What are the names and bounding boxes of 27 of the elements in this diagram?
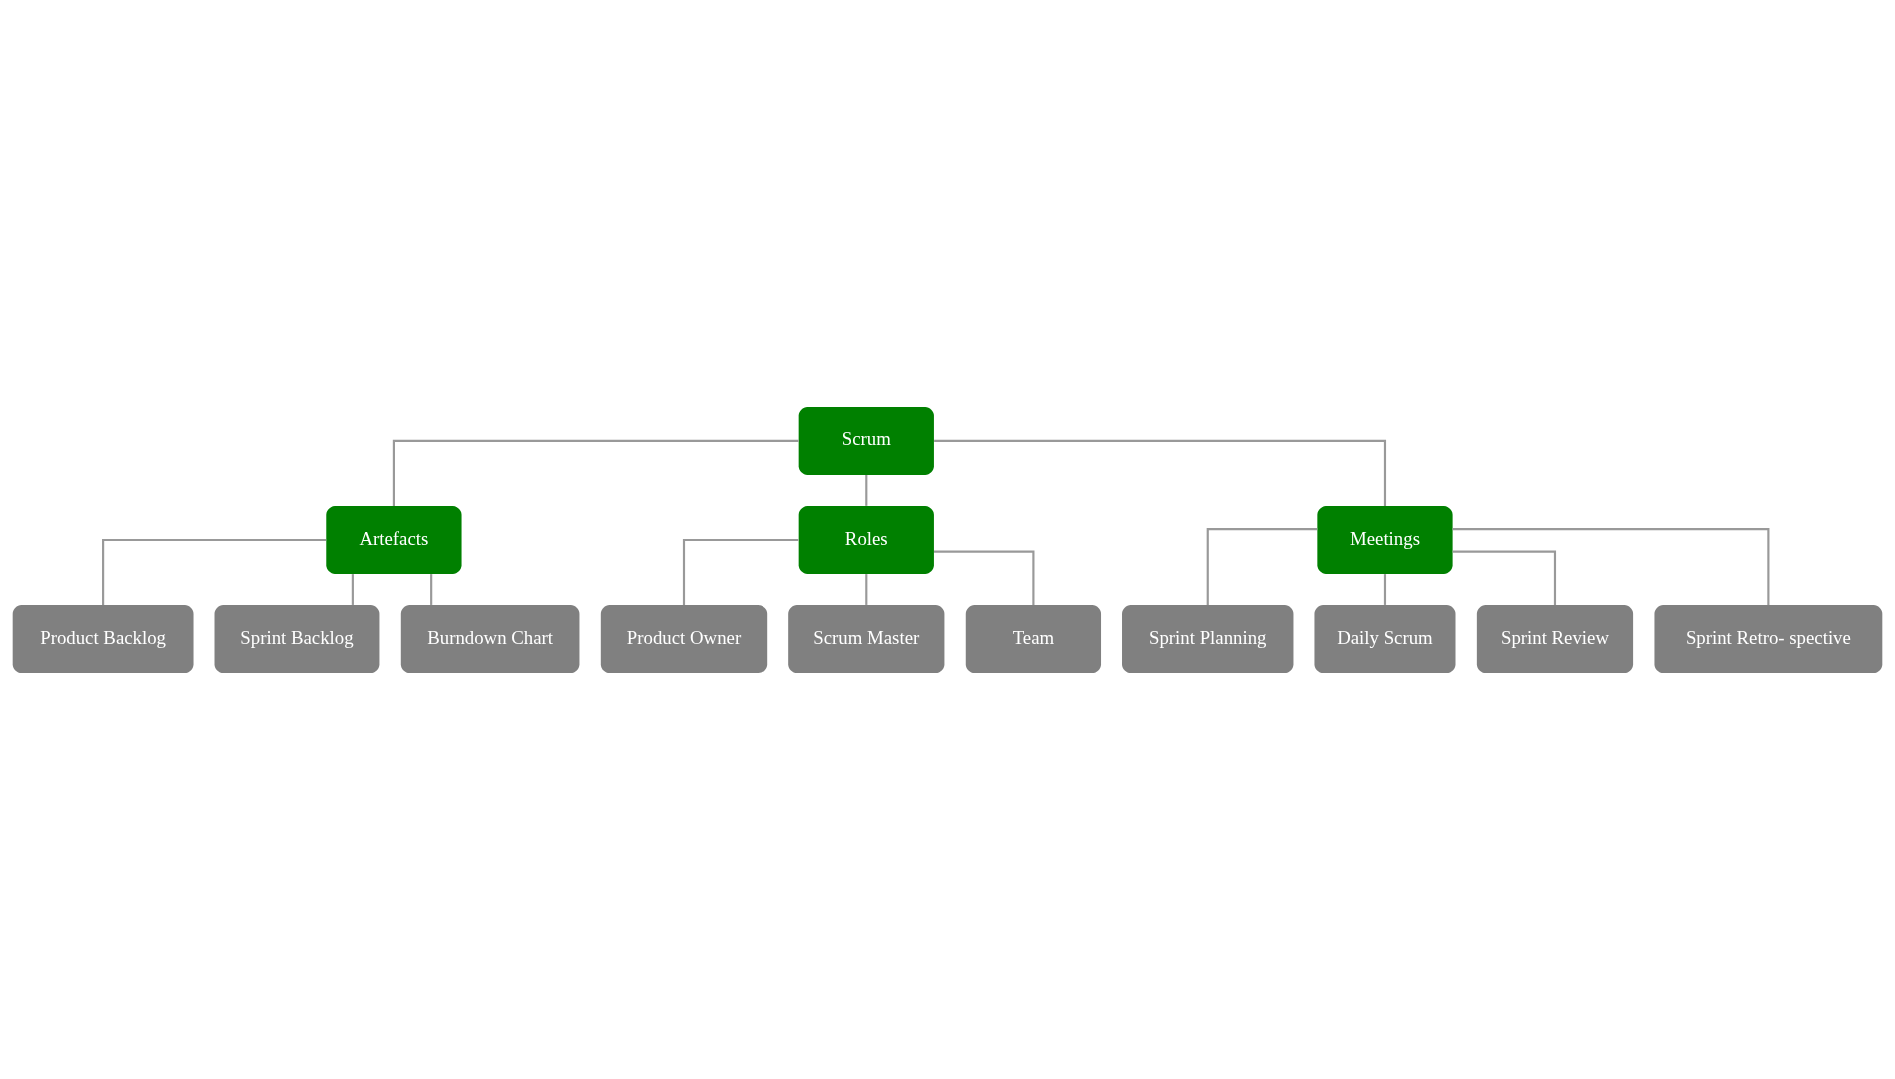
connector xyxy=(1452,550,1557,605)
node-box: Roles xyxy=(798,505,934,574)
connector xyxy=(682,538,799,605)
node-box: Sprint Retro- spective xyxy=(1654,604,1883,673)
node-box: Product Backlog xyxy=(12,604,194,673)
node-box: Team xyxy=(965,604,1102,673)
node-box: Meetings xyxy=(1317,505,1453,574)
node-box: Scrum xyxy=(798,406,934,475)
connector xyxy=(1383,573,1387,605)
connector xyxy=(865,474,868,506)
connector xyxy=(351,573,354,605)
node-box: Sprint Backlog xyxy=(214,604,380,673)
connector xyxy=(934,550,1035,605)
connector xyxy=(865,573,868,605)
connector xyxy=(1452,527,1770,605)
node-box: Daily Scrum xyxy=(1314,604,1456,673)
node-box: Sprint Review xyxy=(1476,604,1634,673)
node-box: Product Owner xyxy=(600,604,768,673)
connector xyxy=(430,573,433,605)
node-box: Sprint Planning xyxy=(1122,604,1294,673)
connector xyxy=(934,439,1387,506)
connector xyxy=(1206,527,1318,605)
node-box: Scrum Master xyxy=(788,604,945,673)
connector xyxy=(102,538,327,605)
node-box: Artefacts xyxy=(326,505,462,574)
connector xyxy=(392,439,799,506)
node-box: Burndown Chart xyxy=(400,604,580,673)
